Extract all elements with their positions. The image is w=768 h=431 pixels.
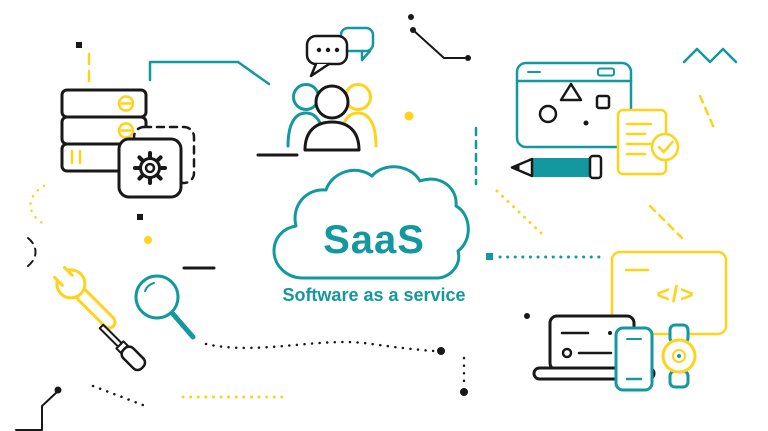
accent-dot <box>460 388 468 396</box>
accent-dot <box>465 55 471 61</box>
dotted-line-yellow <box>495 189 543 235</box>
accent-dot-yellow <box>144 236 152 244</box>
dotted-arc-yellow <box>29 184 46 226</box>
accent-line-black <box>412 29 467 59</box>
code-window-icon: </> <box>610 250 728 336</box>
check-circle-icon <box>650 132 680 162</box>
accent-square-teal <box>486 253 493 260</box>
dotted-line-black <box>204 340 436 353</box>
users-icon <box>286 83 378 152</box>
accent-dot-yellow <box>404 111 414 121</box>
accent-square <box>76 42 82 48</box>
accent-square <box>137 214 143 220</box>
dashed-line-yellow <box>698 94 716 130</box>
zigzag-icon <box>682 47 738 64</box>
checklist-document-icon <box>616 108 680 176</box>
accent-line-teal <box>148 60 271 86</box>
dashed-line-yellow <box>648 204 684 240</box>
title-subtitle: Software as a service <box>282 285 465 305</box>
accent-dot <box>54 386 62 394</box>
title-saas: SaaS <box>323 218 425 262</box>
accent-dot <box>410 27 416 33</box>
accent-dot <box>437 347 445 355</box>
magnifier-icon <box>134 274 196 340</box>
pencil-icon <box>510 154 603 180</box>
smartwatch-icon <box>661 323 697 389</box>
accent-dot <box>524 313 530 319</box>
screwdriver-icon <box>98 323 147 372</box>
settings-gear-icon <box>117 125 196 199</box>
smartphone-icon <box>614 326 654 392</box>
accent-line-black <box>15 391 58 431</box>
wrench-icon <box>50 263 117 330</box>
dotted-line-black <box>91 384 150 409</box>
code-symbol: </> <box>656 281 695 307</box>
chat-bubbles-icon <box>305 26 375 78</box>
dashed-arc-black <box>27 237 37 267</box>
accent-dot <box>408 14 414 20</box>
browser-window-icon <box>515 61 633 149</box>
cloud-icon <box>272 165 470 280</box>
